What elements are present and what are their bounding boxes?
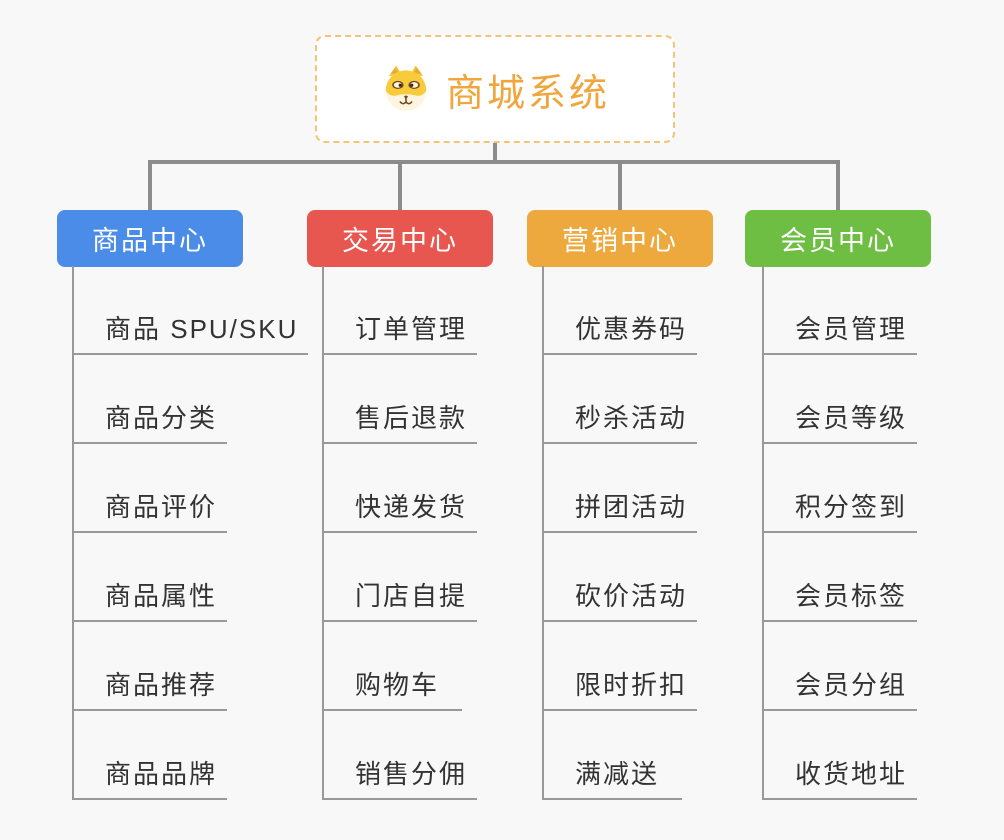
branch-label: 交易中心 xyxy=(342,226,458,256)
leaf-label: 商品推荐 xyxy=(105,670,218,700)
leaf-label: 优惠券码 xyxy=(575,314,688,344)
leaf-node[interactable]: 拼团活动 xyxy=(542,444,698,533)
branch-column-member-center: 会员管理 会员等级 积分签到 会员标签 会员分组 收货地址 xyxy=(762,266,918,800)
leaf-node[interactable]: 购物车 xyxy=(322,622,462,711)
branch-label: 营销中心 xyxy=(562,226,678,256)
leaf-label: 收货地址 xyxy=(795,759,908,789)
branch-label: 商品中心 xyxy=(92,226,208,256)
branch-header-marketing-center[interactable]: 营销中心 xyxy=(527,210,713,267)
leaf-node[interactable]: 商品品牌 xyxy=(72,711,228,800)
leaf-label: 砍价活动 xyxy=(575,581,688,611)
branch-column-trade-center: 订单管理 售后退款 快递发货 门店自提 购物车 销售分佣 xyxy=(322,266,478,800)
leaf-label: 积分签到 xyxy=(795,492,908,522)
leaf-node[interactable]: 限时折扣 xyxy=(542,622,698,711)
leaf-node[interactable]: 商品分类 xyxy=(72,355,228,444)
leaf-label: 商品 SPU/SKU xyxy=(105,314,299,344)
connector-trunk xyxy=(542,266,544,800)
branch-header-product-center[interactable]: 商品中心 xyxy=(57,210,243,267)
root-label: 商城系统 xyxy=(445,72,610,115)
leaf-node[interactable]: 会员管理 xyxy=(762,266,918,355)
leaf-node[interactable]: 售后退款 xyxy=(322,355,478,444)
dog-face-icon xyxy=(380,63,432,115)
leaf-node[interactable]: 秒杀活动 xyxy=(542,355,698,444)
leaf-node[interactable]: 商品评价 xyxy=(72,444,228,533)
leaf-node[interactable]: 会员等级 xyxy=(762,355,918,444)
leaf-label: 售后退款 xyxy=(355,403,468,433)
branch-header-member-center[interactable]: 会员中心 xyxy=(745,210,931,267)
leaf-node[interactable]: 商品属性 xyxy=(72,533,228,622)
leaf-label: 会员管理 xyxy=(795,314,908,344)
leaf-label: 会员标签 xyxy=(795,581,908,611)
connector-trunk xyxy=(322,266,324,800)
leaf-label: 订单管理 xyxy=(355,314,468,344)
leaf-label: 快递发货 xyxy=(355,492,468,522)
connector-drop-member xyxy=(836,164,840,210)
leaf-label: 满减送 xyxy=(575,759,660,789)
connector-drop-trade xyxy=(398,164,402,210)
leaf-label: 商品评价 xyxy=(105,492,218,522)
connector-drop-marketing xyxy=(618,164,622,210)
leaf-label: 购物车 xyxy=(355,670,440,700)
connector-trunk xyxy=(762,266,764,800)
leaf-label: 会员等级 xyxy=(795,403,908,433)
leaf-node[interactable]: 门店自提 xyxy=(322,533,478,622)
leaf-node[interactable]: 满减送 xyxy=(542,711,682,800)
leaf-node[interactable]: 收货地址 xyxy=(762,711,918,800)
leaf-node[interactable]: 会员标签 xyxy=(762,533,918,622)
branch-column-marketing-center: 优惠券码 秒杀活动 拼团活动 砍价活动 限时折扣 满减送 xyxy=(542,266,698,800)
root-node[interactable]: 商城系统 xyxy=(315,35,675,143)
leaf-label: 销售分佣 xyxy=(355,759,468,789)
leaf-node[interactable]: 销售分佣 xyxy=(322,711,478,800)
connector-trunk xyxy=(72,266,74,800)
leaf-node[interactable]: 优惠券码 xyxy=(542,266,698,355)
leaf-node[interactable]: 砍价活动 xyxy=(542,533,698,622)
branch-label: 会员中心 xyxy=(780,226,896,256)
leaf-node[interactable]: 商品 SPU/SKU xyxy=(72,266,309,355)
connector-root-stem xyxy=(493,143,497,164)
leaf-label: 商品分类 xyxy=(105,403,218,433)
leaf-node[interactable]: 会员分组 xyxy=(762,622,918,711)
leaf-label: 商品属性 xyxy=(105,581,218,611)
leaf-label: 秒杀活动 xyxy=(575,403,688,433)
leaf-label: 门店自提 xyxy=(355,581,468,611)
leaf-node[interactable]: 快递发货 xyxy=(322,444,478,533)
branch-header-trade-center[interactable]: 交易中心 xyxy=(307,210,493,267)
leaf-node[interactable]: 积分签到 xyxy=(762,444,918,533)
connector-drop-product xyxy=(148,164,152,210)
branch-column-product-center: 商品 SPU/SKU 商品分类 商品评价 商品属性 商品推荐 商品品牌 xyxy=(72,266,309,800)
leaf-label: 商品品牌 xyxy=(105,759,218,789)
leaf-node[interactable]: 订单管理 xyxy=(322,266,478,355)
connector-horizontal-bus xyxy=(148,160,840,164)
leaf-node[interactable]: 商品推荐 xyxy=(72,622,228,711)
leaf-label: 拼团活动 xyxy=(575,492,688,522)
leaf-label: 限时折扣 xyxy=(575,670,688,700)
leaf-label: 会员分组 xyxy=(795,670,908,700)
